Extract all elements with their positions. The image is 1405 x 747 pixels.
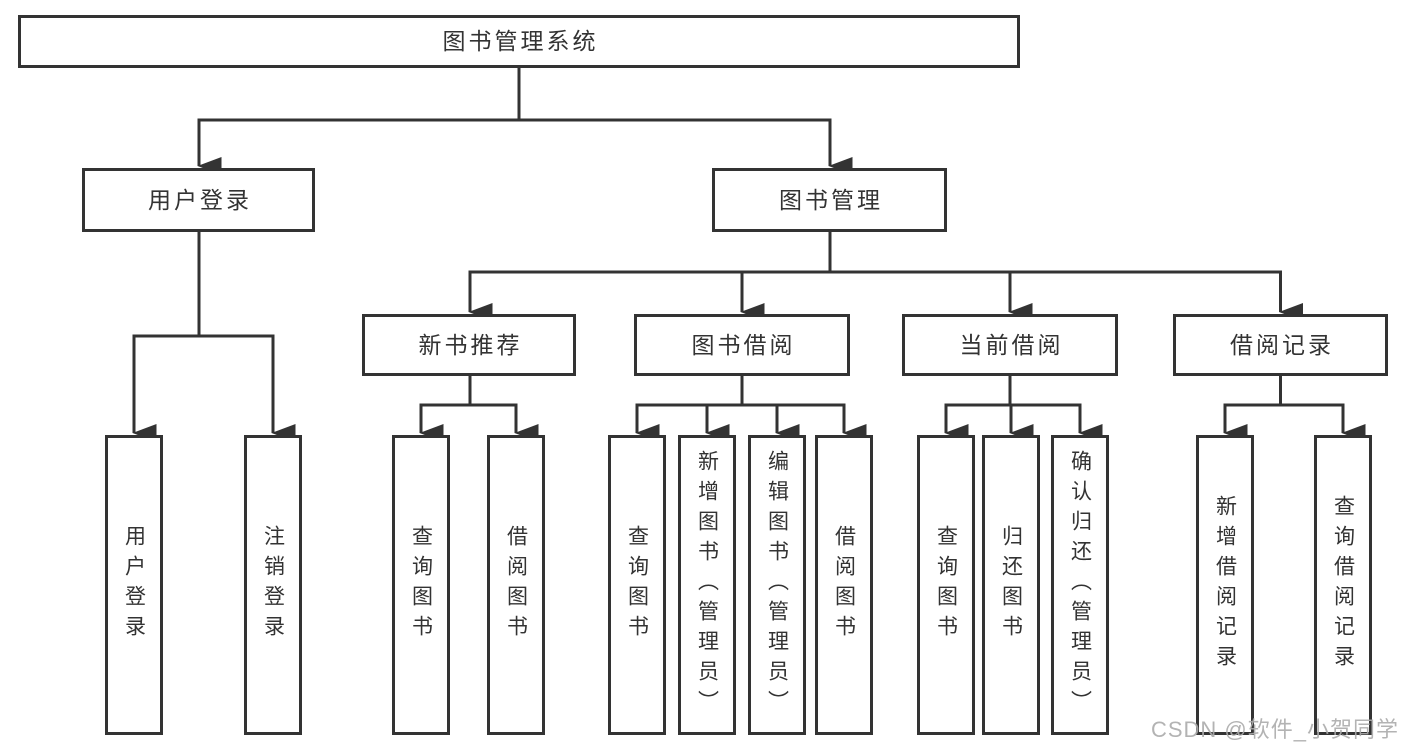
csdn-watermark: CSDN @软件_小贺同学: [1150, 717, 1399, 742]
leaf-user-login: 用户登录: [105, 435, 163, 735]
leaf-borrow-books-borrow: 借阅图书: [815, 435, 873, 735]
leaf-edit-book-admin: 编辑图书（管理员）: [748, 435, 806, 735]
leaf-add-book-admin: 新增图书（管理员）: [678, 435, 736, 735]
node-book-management: 图书管理: [712, 168, 947, 232]
leaf-confirm-return-admin: 确认归还（管理员）: [1051, 435, 1109, 735]
node-new-book-recommend: 新书推荐: [362, 314, 576, 376]
leaf-borrow-books-recommend: 借阅图书: [487, 435, 545, 735]
leaf-query-borrow-record: 查询借阅记录: [1314, 435, 1372, 735]
leaf-query-books-borrow: 查询图书: [608, 435, 666, 735]
node-borrow-records: 借阅记录: [1173, 314, 1388, 376]
node-root: 图书管理系统: [18, 15, 1020, 68]
node-current-borrow: 当前借阅: [902, 314, 1118, 376]
node-book-borrow: 图书借阅: [634, 314, 850, 376]
node-user-login: 用户登录: [82, 168, 315, 232]
leaf-add-borrow-record: 新增借阅记录: [1196, 435, 1254, 735]
leaf-return-book: 归还图书: [982, 435, 1040, 735]
leaf-logout-login: 注销登录: [244, 435, 302, 735]
leaf-query-books-current: 查询图书: [917, 435, 975, 735]
leaf-query-books-recommend: 查询图书: [392, 435, 450, 735]
